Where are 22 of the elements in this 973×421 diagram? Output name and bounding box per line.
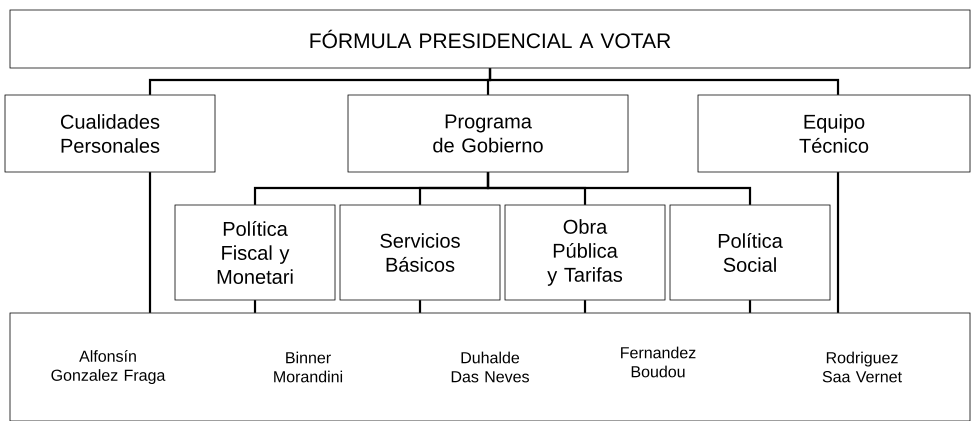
connector-line <box>418 300 422 313</box>
title-box: FÓRMULA PRESIDENCIAL A VOTAR <box>10 10 970 68</box>
alternative-label: Fernandez Boudou <box>621 346 696 378</box>
criterion-box: Política Fiscal y Monetari <box>174 204 336 300</box>
criterion-box: Programa de Gobierno <box>348 94 628 172</box>
alternative-label: Rodriguez Saa Vernet <box>822 352 902 382</box>
criterion-box: Equipo Técnico <box>698 94 970 172</box>
connector-line <box>488 68 840 95</box>
alternative-label: Binner Morandini <box>274 352 342 382</box>
criterion-box: Servicios Básicos <box>340 204 500 300</box>
connector-line <box>748 300 752 313</box>
criterion-box: Obra Pública y Tarifas <box>504 204 666 300</box>
criterion-box: Cualidades Personales <box>4 94 216 172</box>
connector-line <box>836 172 840 313</box>
connector-line <box>584 300 586 313</box>
connector-line <box>148 172 152 313</box>
criterion-box: Política Social <box>670 204 830 300</box>
connector-line <box>254 300 256 313</box>
alternative-label: Alfonsín Gonzalez Fraga <box>51 350 166 384</box>
alternative-label: Duhalde Das Neves <box>452 352 529 382</box>
connector-line <box>486 172 752 205</box>
alternatives-box <box>10 312 970 421</box>
